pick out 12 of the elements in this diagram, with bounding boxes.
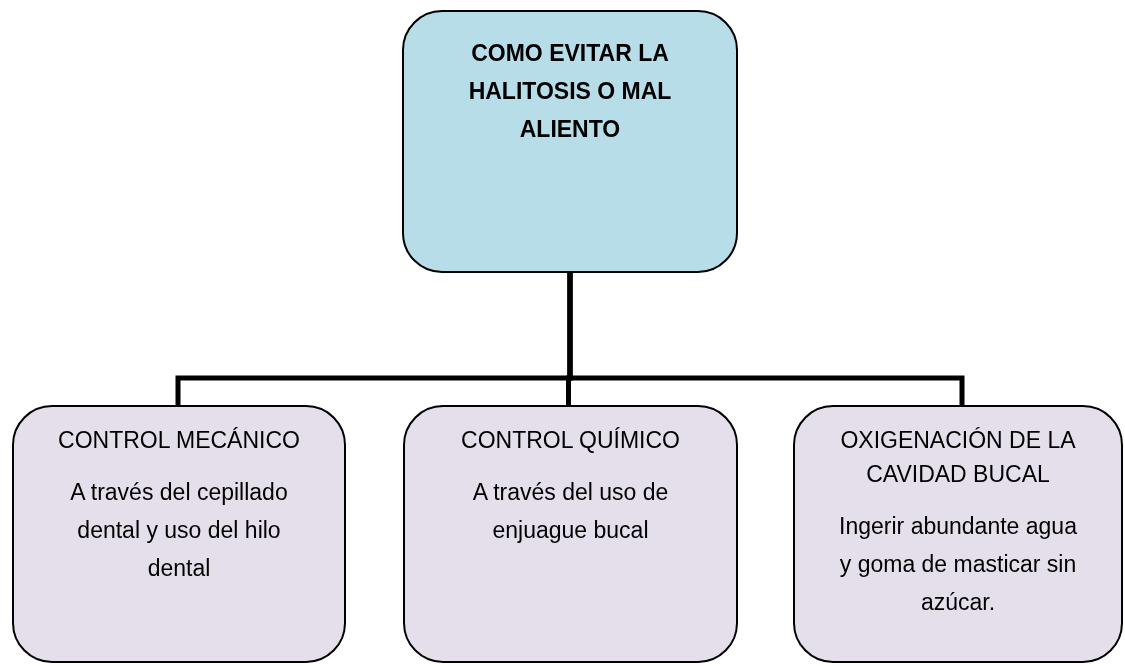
- category-box: [12, 405, 346, 663]
- category-box: [403, 405, 738, 663]
- category-heading: OXIGENACIÓN DE LA CAVIDAD BUCAL: [839, 426, 1077, 489]
- connector-line: [567, 273, 965, 405]
- title-box: [402, 10, 738, 273]
- category-description: A través del cepillado dental y uso del hilo dental: [69, 478, 289, 583]
- category-heading: CONTROL MECÁNICO: [58, 426, 300, 455]
- title-text: COMO EVITAR LA HALITOSIS O MAL ALIENTO: [467, 39, 673, 144]
- category-heading: CONTROL QUÍMICO: [461, 426, 680, 455]
- category-description: A través del uso de enjuague bucal: [471, 478, 670, 545]
- category-description: Ingerir abundante agua y goma de masticar sin azúcar.: [838, 512, 1078, 617]
- category-box: [793, 405, 1123, 663]
